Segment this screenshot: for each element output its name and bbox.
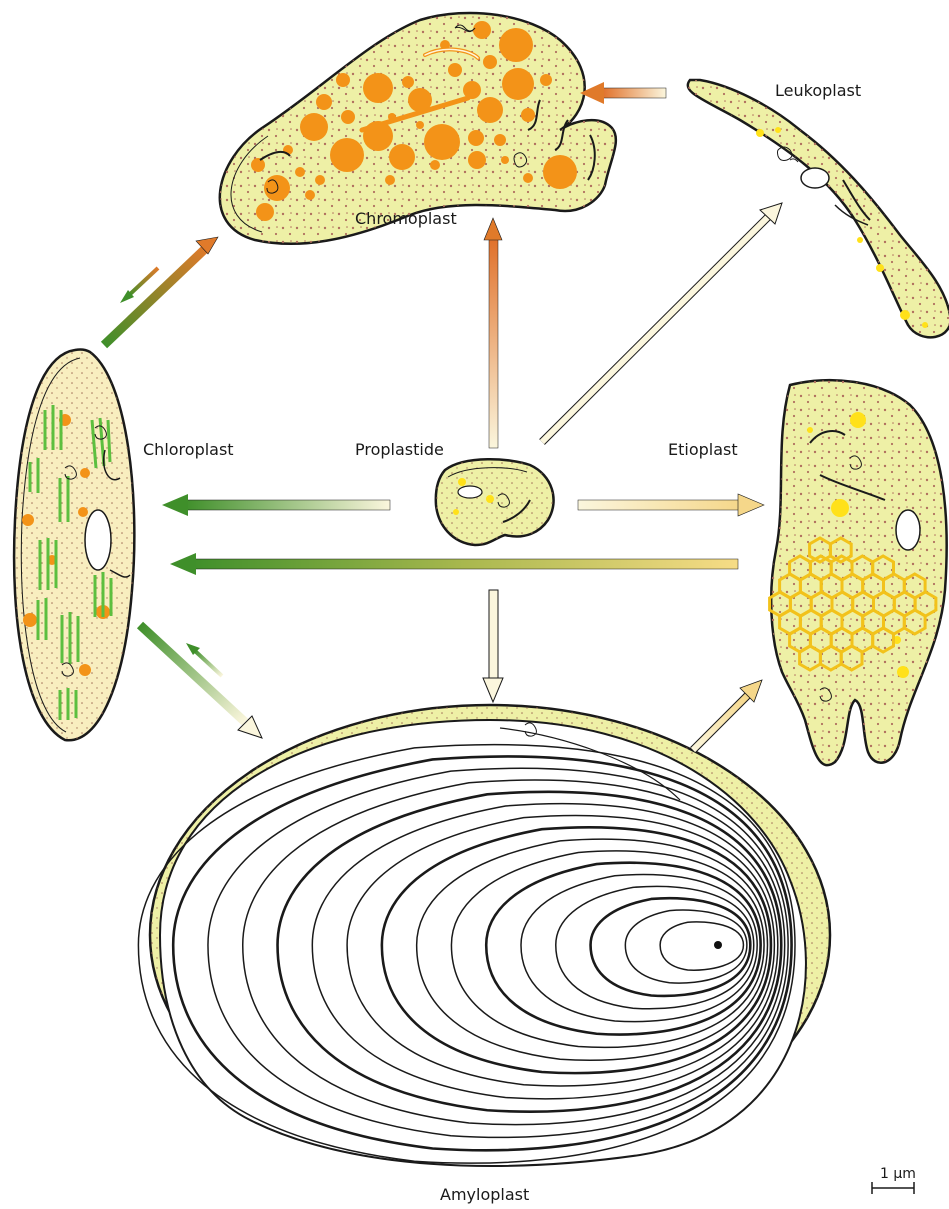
etioplast-organelle bbox=[770, 380, 947, 765]
scale-bar: 1 µm bbox=[872, 1166, 916, 1194]
label-chloroplast: Chloroplast bbox=[143, 440, 234, 459]
arrow-proplastide-to-chromoplast bbox=[484, 218, 502, 448]
amyloplast-organelle bbox=[138, 705, 830, 1166]
arrow-proplastide-to-etioplast bbox=[578, 494, 764, 516]
arrow-proplastide-to-amyloplast bbox=[483, 590, 503, 702]
label-leukoplast: Leukoplast bbox=[775, 81, 861, 100]
leukoplast-organelle bbox=[688, 80, 949, 337]
arrow-amyloplast-to-etioplast bbox=[693, 680, 762, 750]
arrow-proplastide-to-leukoplast bbox=[542, 203, 782, 442]
label-chromoplast: Chromoplast bbox=[355, 209, 457, 228]
arrow-chloroplast-to-chromoplast bbox=[104, 237, 218, 345]
chloroplast-organelle bbox=[14, 349, 134, 740]
starch-hilum bbox=[714, 941, 722, 949]
scale-bar-label: 1 µm bbox=[880, 1166, 916, 1182]
label-etioplast: Etioplast bbox=[668, 440, 738, 459]
arrow-chloroplast-to-amyloplast bbox=[140, 625, 262, 738]
label-amyloplast: Amyloplast bbox=[440, 1185, 529, 1204]
arrow-proplastide-to-chloroplast bbox=[162, 494, 390, 516]
label-proplastide: Proplastide bbox=[355, 440, 444, 459]
arrow-etioplast-to-chloroplast bbox=[170, 553, 738, 575]
proplastide-organelle bbox=[436, 459, 554, 545]
arrow-leukoplast-to-chromoplast bbox=[580, 82, 666, 104]
